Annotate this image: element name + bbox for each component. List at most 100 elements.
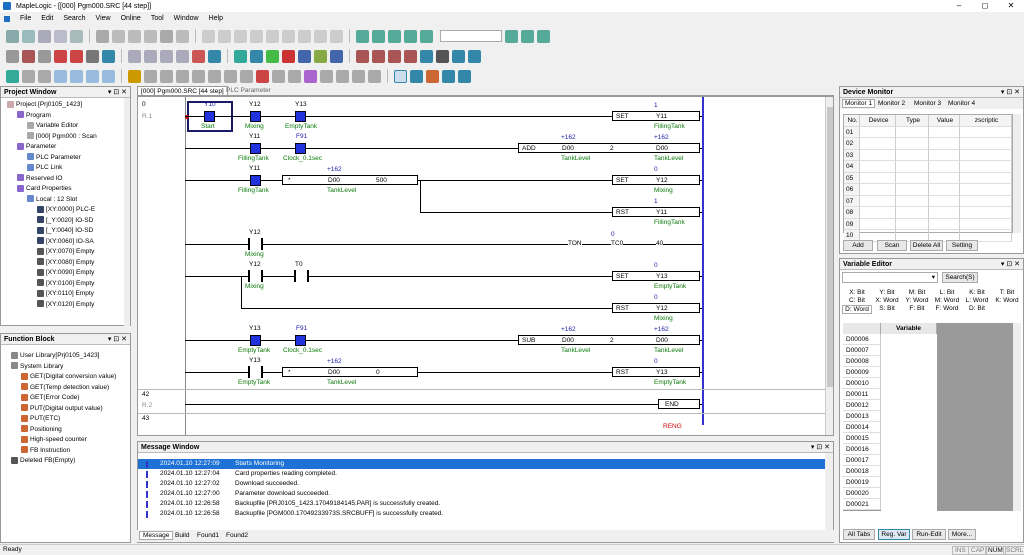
instr-ton[interactable]: TON	[568, 240, 582, 247]
project-tree-item[interactable]: PLC Parameter	[1, 153, 130, 164]
contact-fillingtank[interactable]	[250, 175, 261, 186]
variable-row[interactable]: D00013	[843, 411, 881, 422]
contact-fillingtank[interactable]	[250, 143, 261, 154]
project-tree-item[interactable]: [XY:0100] Empty	[1, 279, 130, 290]
stop-icon[interactable]	[144, 29, 157, 43]
device-cell[interactable]	[860, 161, 896, 173]
tab-pgm000[interactable]: [000] Pgm000.SRC [44 step]	[137, 86, 228, 96]
settings-icon[interactable]	[298, 49, 311, 63]
goto-icon[interactable]	[330, 29, 343, 43]
contact-mixing-no[interactable]	[248, 238, 263, 250]
menu-window[interactable]: Window	[173, 15, 199, 22]
variable-type-tab[interactable]: D: Bit	[969, 305, 985, 312]
device-cell[interactable]	[960, 195, 1012, 207]
variable-row[interactable]: D00015	[843, 433, 881, 444]
monitor-start-icon[interactable]	[505, 29, 518, 43]
diagnostics-icon[interactable]	[314, 49, 327, 63]
add-button[interactable]: Add	[843, 240, 873, 251]
variable-row[interactable]: D00007	[843, 345, 881, 356]
contact-n-icon[interactable]	[192, 69, 205, 83]
stop-plc-icon[interactable]	[192, 49, 205, 63]
variable-row[interactable]: D00019	[843, 477, 881, 488]
variable-type-tab[interactable]: D: Word	[842, 305, 872, 314]
insert-col-icon[interactable]	[368, 69, 381, 83]
cut-icon[interactable]	[234, 29, 247, 43]
fb-tree-item[interactable]: GET(Error Code)	[1, 393, 130, 404]
contact-emptytank[interactable]	[250, 335, 261, 346]
device-cell[interactable]	[860, 218, 896, 230]
verify-icon[interactable]	[160, 49, 173, 63]
contact-mixing[interactable]	[250, 111, 261, 122]
screen-icon[interactable]	[102, 49, 115, 63]
tool-5-icon[interactable]	[420, 49, 433, 63]
device-cell[interactable]	[929, 172, 960, 184]
new-project-icon[interactable]	[6, 29, 19, 43]
project-tree-item[interactable]: [XY:0000] PLC-E	[1, 205, 130, 216]
fb-tree-item[interactable]: PUT(Digital output value)	[1, 404, 130, 415]
project-tree-item[interactable]: Reserved IO	[1, 174, 130, 185]
device-cell[interactable]	[860, 195, 896, 207]
zoom-out-icon[interactable]	[372, 29, 385, 43]
read-icon[interactable]	[128, 49, 141, 63]
project-tree-item[interactable]: [XY:0080] Empty	[1, 258, 130, 269]
fb-tree-item[interactable]: GET(Temp detection value)	[1, 383, 130, 394]
project-tree-item[interactable]: Parameter	[1, 142, 130, 153]
contact-no-icon[interactable]	[144, 69, 157, 83]
menu-help[interactable]: Help	[208, 15, 223, 22]
save-project-icon[interactable]	[38, 29, 51, 43]
variable-type-tab[interactable]: K: Bit	[969, 289, 985, 296]
view-a-icon[interactable]	[54, 69, 67, 83]
project-tree-item[interactable]: [XY:0070] Empty	[1, 247, 130, 258]
debug-icon[interactable]	[458, 69, 471, 83]
device-cell[interactable]	[960, 184, 1012, 196]
line-h-icon[interactable]	[272, 69, 285, 83]
zoom-reset-icon[interactable]	[404, 29, 417, 43]
contact-t0[interactable]	[294, 270, 309, 282]
copy-icon[interactable]	[250, 29, 263, 43]
fb-tree-item[interactable]: Positioning	[1, 425, 130, 436]
menu-file[interactable]: File	[20, 15, 32, 22]
device-cell[interactable]	[860, 138, 896, 150]
variable-type-tab[interactable]: M: Bit	[908, 289, 926, 296]
menu-tool[interactable]: Tool	[150, 15, 164, 22]
project-tree-item[interactable]: [XY:0120] Empty	[1, 300, 130, 311]
fb-tree-item[interactable]: System Library	[1, 362, 130, 373]
ladder-editor[interactable]: 0 R.1 42 R.2 43 Y10 Start Y12 Mixing Y13…	[137, 96, 834, 436]
device-cell[interactable]	[960, 138, 1012, 150]
close-icon[interactable]: ✕	[1007, 1, 1015, 10]
fb-tree-item[interactable]: FB Instruction	[1, 446, 130, 457]
undo-icon[interactable]	[202, 29, 215, 43]
variable-row[interactable]: D00010	[843, 378, 881, 389]
function-icon[interactable]	[240, 69, 253, 83]
fb-tree-item[interactable]: Deleted FB(Empty)	[1, 456, 130, 467]
run-edit-button[interactable]: Run-Edit	[912, 529, 946, 540]
device-cell[interactable]	[860, 126, 896, 138]
contact-start[interactable]	[204, 111, 215, 122]
zoom-b-icon[interactable]	[38, 69, 51, 83]
variable-type-tab[interactable]: F: Word	[935, 305, 959, 312]
more-button[interactable]: More...	[948, 529, 976, 540]
variable-type-tab[interactable]: X: Bit	[849, 289, 865, 296]
tool-7-icon[interactable]	[452, 49, 465, 63]
tab-monitor-2[interactable]: Monitor 2	[878, 100, 906, 107]
help-icon[interactable]	[176, 29, 189, 43]
device-cell[interactable]	[929, 184, 960, 196]
print-icon[interactable]	[112, 29, 125, 43]
scan-button[interactable]: Scan	[877, 240, 907, 251]
device-cell[interactable]	[929, 149, 960, 161]
status-icon[interactable]	[250, 49, 263, 63]
variable-type-tab[interactable]: L: Word	[965, 297, 989, 304]
device-cell[interactable]	[896, 184, 929, 196]
comment-icon[interactable]	[304, 69, 317, 83]
project-tree-item[interactable]: Program	[1, 111, 130, 122]
